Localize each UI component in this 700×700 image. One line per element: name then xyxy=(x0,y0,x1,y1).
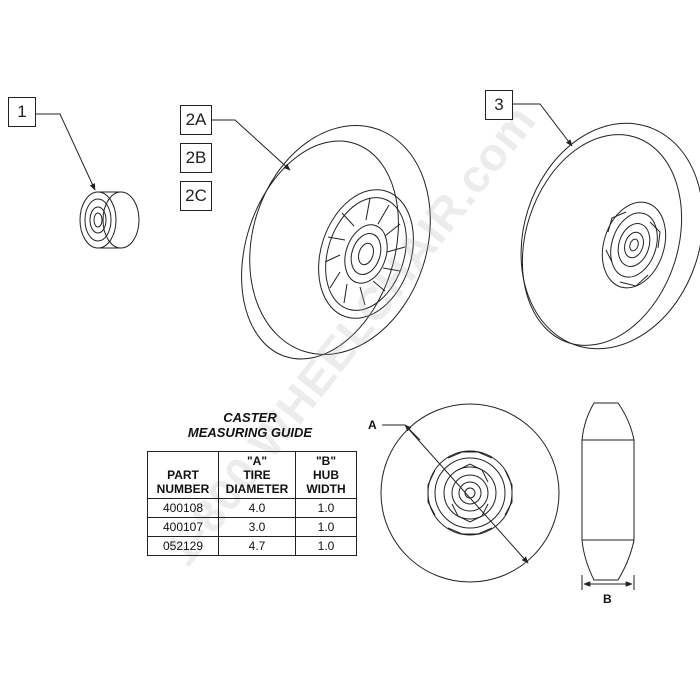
header-line: "B" xyxy=(315,454,337,468)
caster-side-view xyxy=(581,402,635,581)
callout-2b: 2B xyxy=(180,143,212,173)
callout-1: 1 xyxy=(8,97,36,127)
cell-tire-diameter: 4.7 xyxy=(218,536,296,556)
header-line: DIAMETER xyxy=(225,482,289,496)
table-row: 052129 4.7 1.0 xyxy=(147,536,357,556)
header-line: NUMBER xyxy=(156,482,210,496)
caster-front-view xyxy=(380,403,560,583)
cell-hub-width: 1.0 xyxy=(295,517,357,537)
measuring-guide-table: PART NUMBER "A" TIRE DIAMETER "B" HUB WI… xyxy=(147,451,357,556)
leader-2a xyxy=(212,119,291,171)
cell-part-number: 400107 xyxy=(147,517,219,537)
dimension-a-line xyxy=(382,424,529,564)
header-line: TIRE xyxy=(243,468,271,482)
header-line: HUB xyxy=(313,468,339,482)
wheel-2-spokes xyxy=(324,197,406,306)
cell-part-number: 052129 xyxy=(147,536,219,556)
cell-hub-width: 1.0 xyxy=(295,498,357,518)
callout-2c: 2C xyxy=(180,181,212,211)
cell-tire-diameter: 3.0 xyxy=(218,517,296,537)
table-row: 400107 3.0 1.0 xyxy=(147,517,357,537)
leader-3 xyxy=(513,103,573,147)
header-line: PART xyxy=(167,468,199,482)
guide-title-line-1: CASTER xyxy=(223,410,277,425)
dimension-a-start xyxy=(404,424,421,441)
cell-part-number: 400108 xyxy=(147,498,219,518)
guide-title-line-2: MEASURING GUIDE xyxy=(187,425,313,440)
leader-1 xyxy=(36,113,96,191)
header-line: "A" xyxy=(246,454,268,468)
column-header-tire-diameter: "A" TIRE DIAMETER xyxy=(218,451,296,499)
table-header-row: PART NUMBER "A" TIRE DIAMETER "B" HUB WI… xyxy=(147,451,357,499)
column-header-hub-width: "B" HUB WIDTH xyxy=(295,451,357,499)
cell-tire-diameter: 4.0 xyxy=(218,498,296,518)
dimension-a-label: A xyxy=(368,418,377,432)
dimension-b-label: B xyxy=(603,592,612,606)
header-line: WIDTH xyxy=(306,482,346,496)
cell-hub-width: 1.0 xyxy=(295,536,357,556)
column-header-part-number: PART NUMBER xyxy=(147,451,219,499)
bearing-part xyxy=(79,191,140,249)
measuring-guide-title: CASTER MEASURING GUIDE xyxy=(150,410,350,440)
wheel-3-part xyxy=(520,122,700,350)
callout-2a: 2A xyxy=(180,105,212,135)
wheel-2-part xyxy=(241,125,431,360)
table-row: 400108 4.0 1.0 xyxy=(147,498,357,518)
callout-3: 3 xyxy=(485,90,513,120)
